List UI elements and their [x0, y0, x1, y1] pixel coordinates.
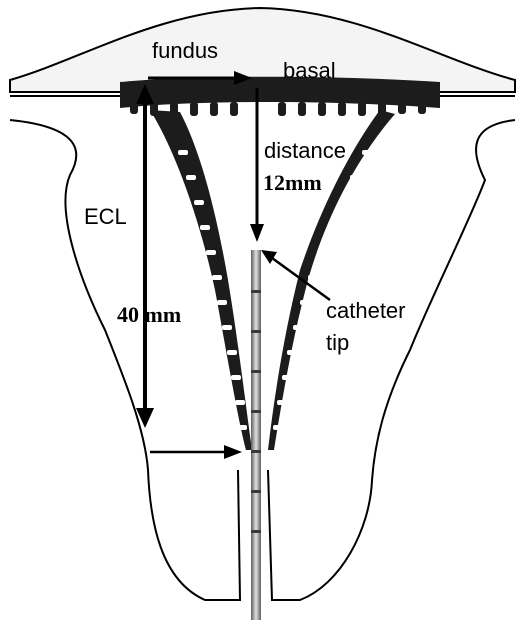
distance-arrow — [250, 88, 264, 242]
catheter-label: catheter — [326, 298, 406, 323]
tip-label: tip — [326, 330, 349, 355]
ecl-label: ECL — [84, 204, 127, 229]
ecl-value-label: 40 mm — [117, 302, 181, 327]
fundus-label: fundus — [152, 38, 218, 63]
internal-os-arrow — [150, 445, 242, 459]
catheter — [251, 250, 261, 620]
basal-label: basal — [283, 58, 336, 83]
distance-value-label: 12mm — [263, 170, 322, 195]
ecl-arrow — [136, 84, 154, 428]
left-endometrium — [150, 110, 252, 450]
distance-label: distance — [264, 138, 346, 163]
